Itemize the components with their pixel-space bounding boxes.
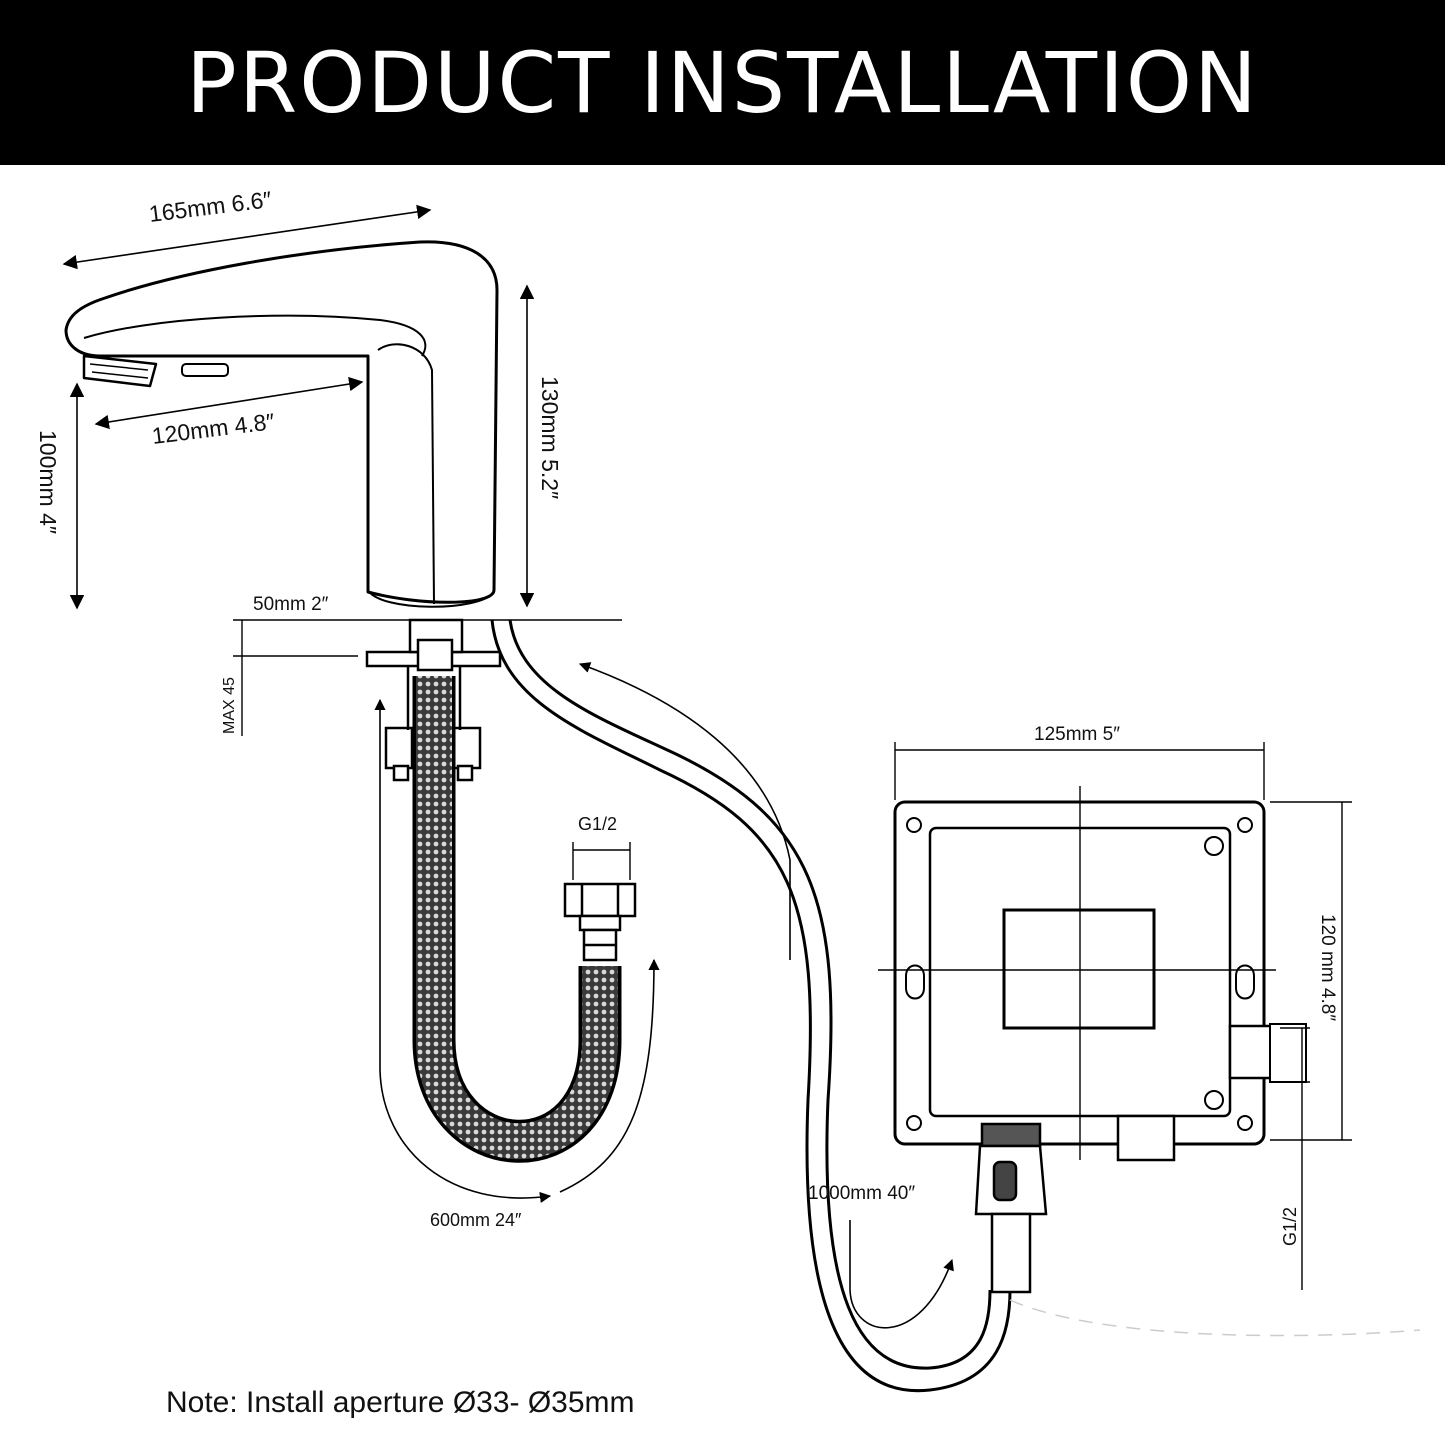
box-centerlines	[878, 786, 1276, 1160]
dim-cable-length: 1000mm 40″	[578, 662, 954, 1329]
max-deck-label: MAX 45	[221, 677, 238, 734]
dim-faucet-length: 165mm 6.6″	[62, 186, 432, 270]
dim-hose-thread: G1/2	[572, 814, 631, 880]
spout-reach-label: 120mm 4.8″	[150, 408, 275, 449]
control-box	[893, 800, 1307, 1162]
dim-box-thread: G1/2	[1280, 1027, 1310, 1290]
dim-box-height: 120 mm 4.8″	[1270, 801, 1352, 1141]
title-banner: PRODUCT INSTALLATION	[0, 0, 1445, 165]
dim-spout-reach: 120mm 4.8″	[94, 376, 364, 449]
sensor-connector	[974, 1122, 1048, 1294]
sensor-cable	[490, 619, 1012, 1393]
dim-faucet-height: 130mm 5.2″	[519, 284, 563, 608]
cable-length-label: 1000mm 40″	[808, 1183, 915, 1204]
page-title: PRODUCT INSTALLATION	[186, 33, 1259, 132]
hose-thread-label: G1/2	[578, 814, 617, 834]
box-height-label: 120 mm 4.8″	[1317, 914, 1338, 1021]
dim-hose-length: 600mm 24″	[374, 698, 660, 1230]
base-diameter-label: 50mm 2″	[253, 594, 329, 615]
install-note: Note: Install aperture Ø33- Ø35mm	[166, 1386, 635, 1419]
dim-spout-height: 100mm 4″	[35, 382, 85, 610]
hose-fitting	[563, 882, 637, 962]
faucet-length-label: 165mm 6.6″	[147, 186, 272, 227]
cable-tail	[1009, 1299, 1421, 1337]
box-width-label: 125mm 5″	[1034, 724, 1120, 745]
faucet-height-label: 130mm 5.2″	[537, 376, 563, 499]
dim-box-width: 125mm 5″	[894, 724, 1265, 800]
box-thread-label: G1/2	[1280, 1207, 1300, 1246]
dim-max-deck: MAX 45	[221, 620, 358, 736]
spout-height-label: 100mm 4″	[35, 430, 61, 534]
hose-length-label: 600mm 24″	[430, 1210, 522, 1230]
faucet-drawing	[64, 240, 499, 608]
